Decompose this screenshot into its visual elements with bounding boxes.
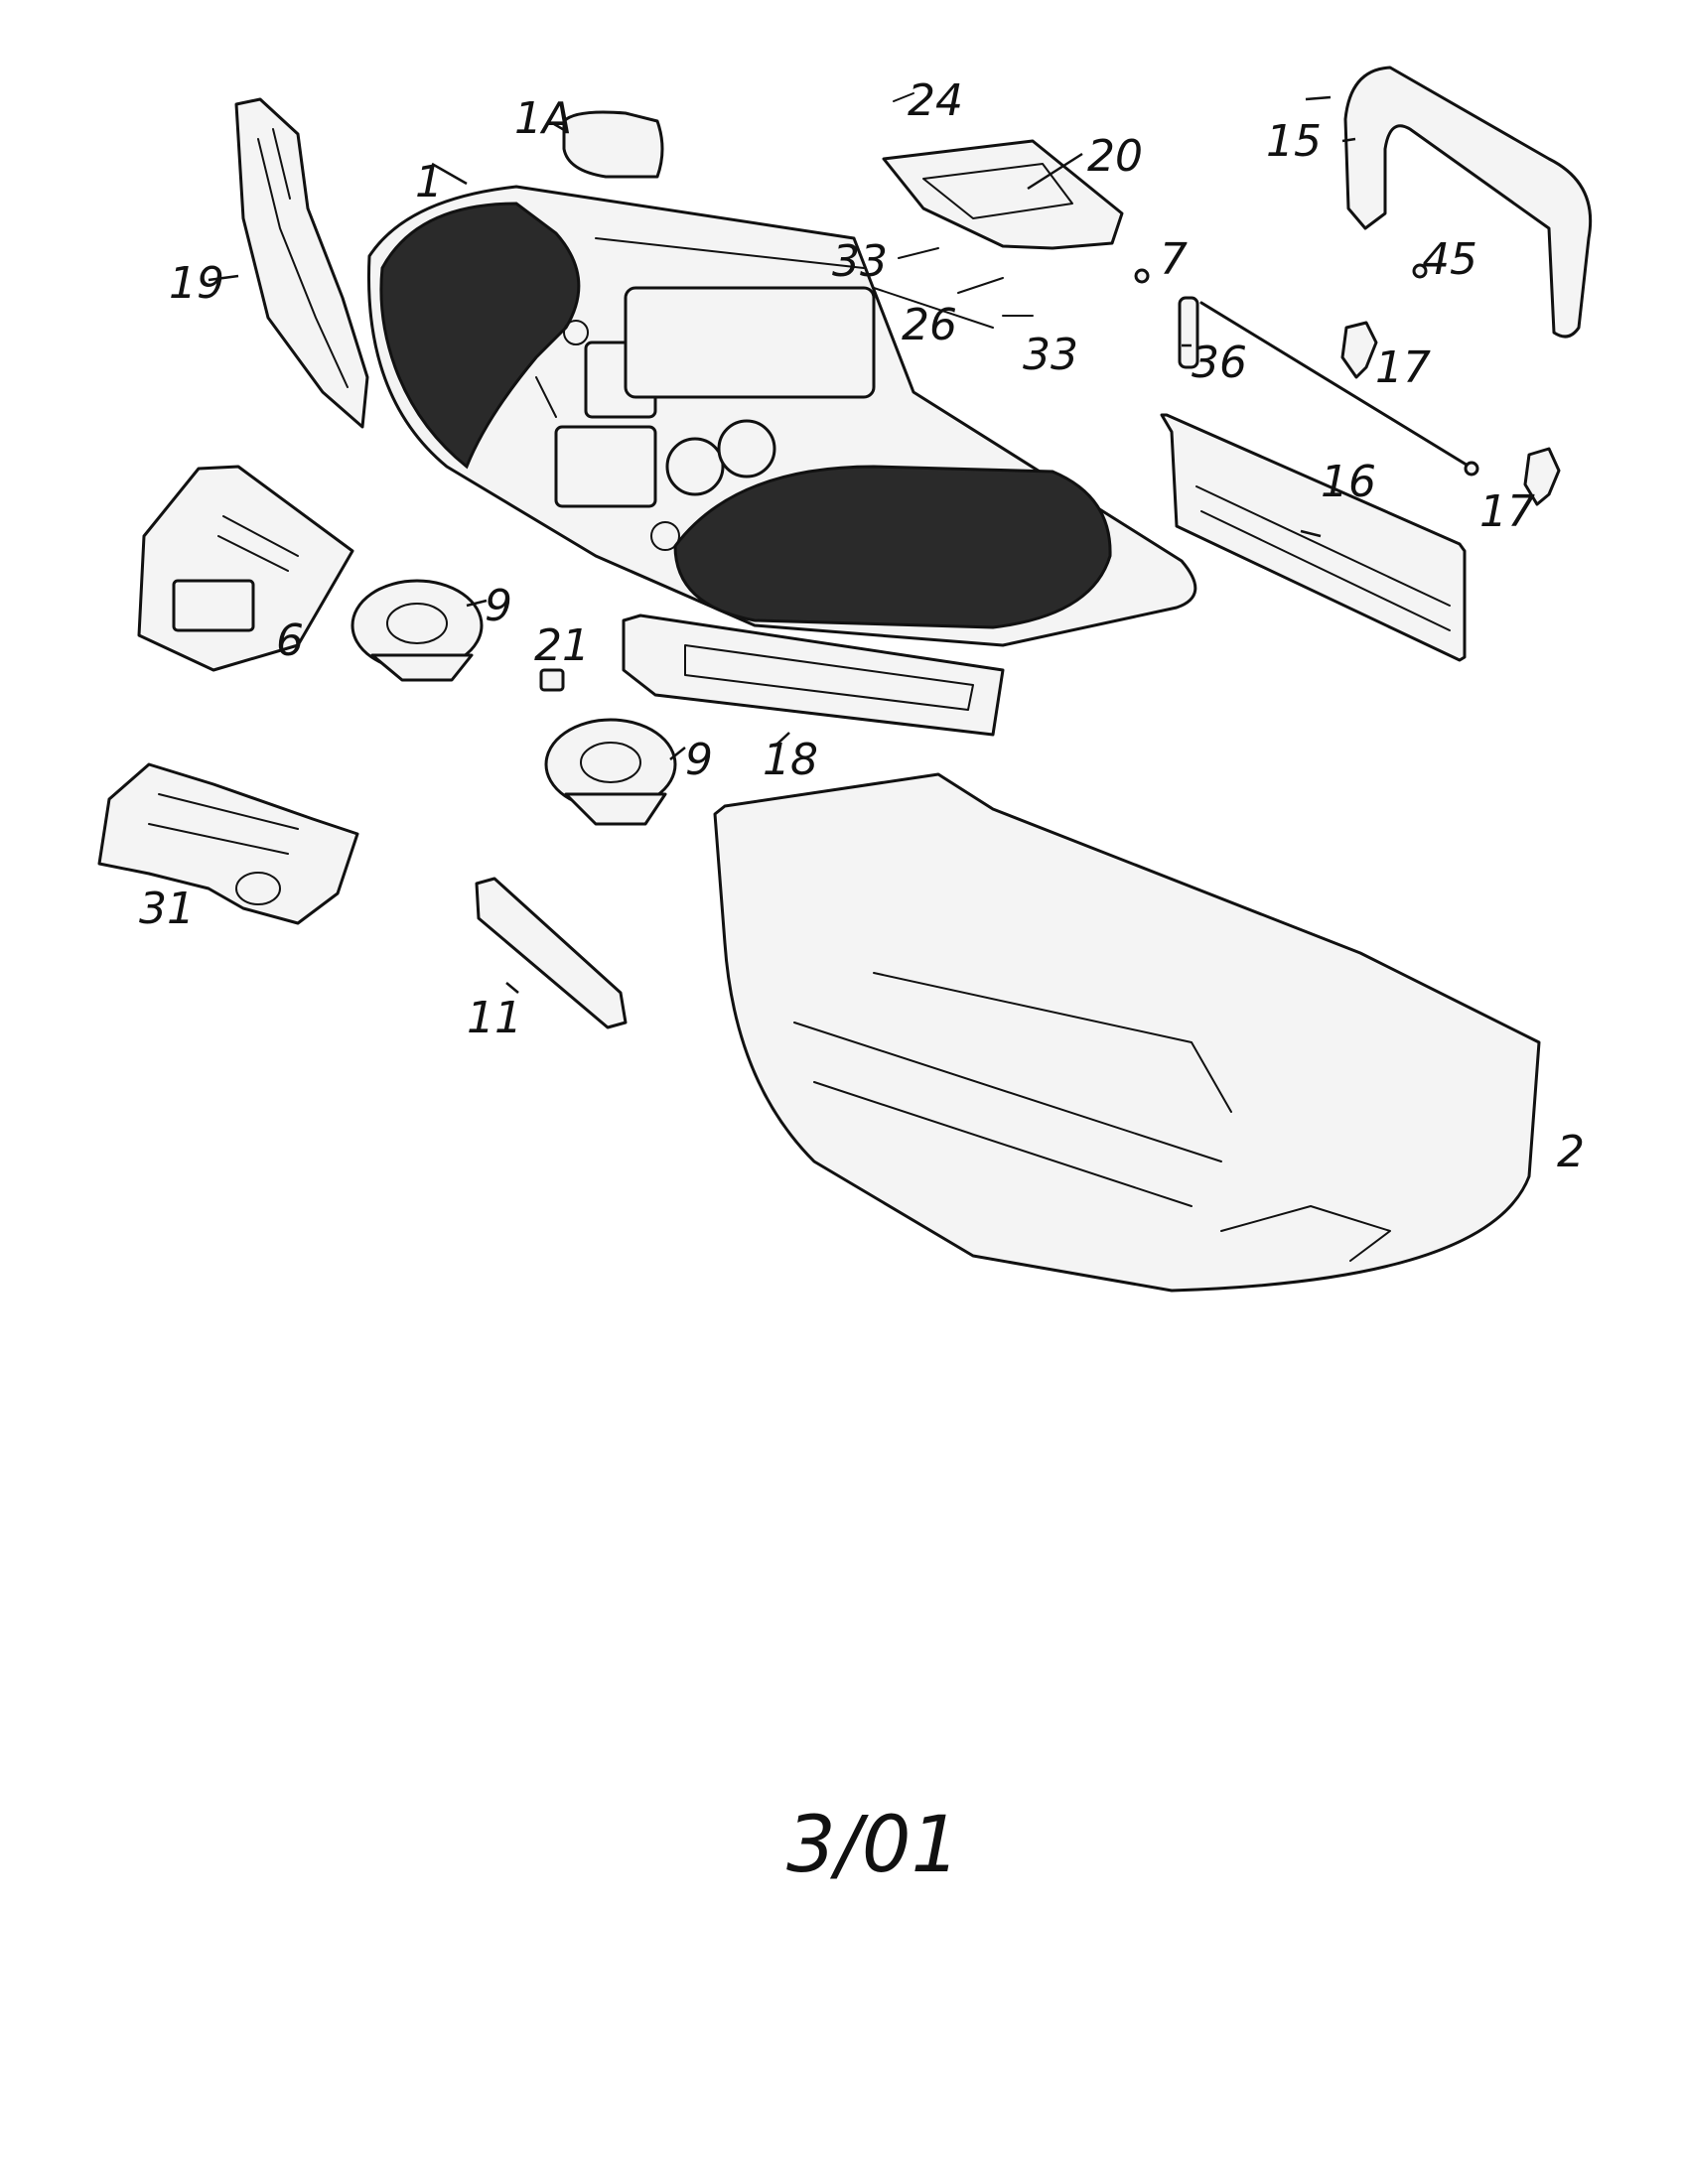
part-1a-badge	[562, 110, 664, 179]
part-6-control-panel	[137, 465, 354, 672]
part-18-front-bezel	[622, 614, 1005, 737]
part-1-front-cabinet	[366, 185, 1197, 647]
callout-17-lower: 17	[1479, 486, 1535, 537]
part-31-mechanism	[97, 762, 359, 925]
part-36-antenna	[1178, 296, 1479, 477]
part-17-clip-lower	[1523, 447, 1561, 506]
callout-45: 45	[1422, 234, 1477, 285]
callout-33-lower: 33	[1023, 330, 1078, 380]
part-11-trim	[475, 877, 628, 1029]
callout-7: 7	[1160, 234, 1188, 285]
callout-9-upper: 9	[485, 581, 512, 631]
callout-21: 21	[534, 620, 590, 671]
callout-1a: 1A	[514, 93, 572, 144]
part-2-rear-cabinet	[713, 772, 1541, 1293]
callout-6: 6	[276, 615, 304, 666]
callout-2: 2	[1557, 1127, 1585, 1177]
callout-24: 24	[908, 75, 963, 126]
callout-16: 16	[1321, 457, 1376, 507]
part-9-speaker-upper	[351, 579, 484, 682]
callout-19: 19	[169, 258, 224, 309]
leader-lines	[208, 95, 1356, 994]
part-9-speaker-lower	[544, 718, 677, 826]
part-19-side-panel	[234, 97, 369, 429]
callout-1: 1	[415, 157, 443, 207]
left-speaker-grille	[379, 202, 581, 470]
part-17-clip-upper	[1340, 321, 1378, 379]
callout-26: 26	[902, 300, 957, 350]
callout-17-upper: 17	[1375, 342, 1431, 393]
callout-labels: 1 1A 24 20 15 19 33 7 45 26 33 36 17 16 …	[139, 75, 1585, 1177]
callout-31: 31	[139, 884, 195, 934]
part-21-knob	[539, 668, 565, 692]
part-20-top-door	[882, 139, 1124, 250]
callout-15: 15	[1266, 116, 1322, 167]
callout-20: 20	[1087, 131, 1143, 182]
callout-33-upper: 33	[832, 236, 888, 287]
part-small-hardware	[893, 92, 1428, 317]
callout-11: 11	[467, 993, 522, 1043]
callout-9-lower: 9	[685, 735, 713, 785]
callout-36: 36	[1192, 338, 1247, 388]
part-15-handle	[1343, 66, 1593, 339]
callout-18: 18	[763, 735, 818, 785]
right-speaker-grille	[673, 465, 1112, 629]
part-16-back-panel	[1160, 413, 1467, 662]
page-number: 3/01	[786, 1801, 960, 1890]
